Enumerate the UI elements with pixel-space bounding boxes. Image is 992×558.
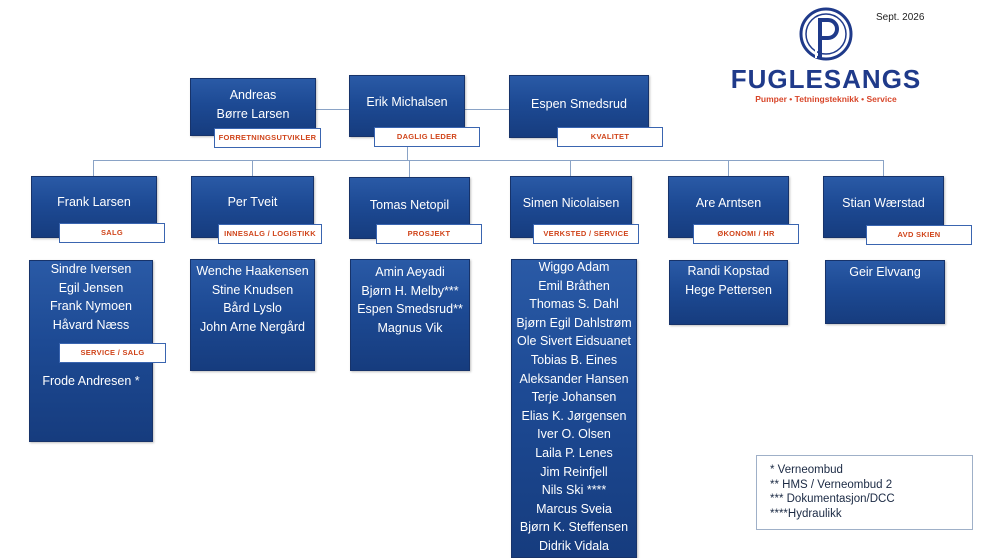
leader-box-andreas: Andreas Børre Larsen xyxy=(190,78,316,136)
tagline-service: Service xyxy=(866,94,897,104)
department-head-name: Are Arntsen xyxy=(695,196,762,210)
role-tag-forretningsutvikler: FORRETNINGSUTVIKLER xyxy=(214,128,321,148)
tagline-dot-icon: • xyxy=(789,94,793,104)
leader-name-line2: Børre Larsen xyxy=(216,106,290,121)
tagline-pumper: Pumper xyxy=(755,94,787,104)
department-role-tag: VERKSTED / SERVICE xyxy=(533,224,639,244)
member-name: Wenche Haakensen xyxy=(196,264,309,278)
sub-members-list: Frode Andresen * xyxy=(29,372,153,391)
member-name: Amin Aeyadi xyxy=(375,265,445,279)
department-role-tag: AVD SKIEN xyxy=(866,225,972,245)
member-name: Tobias B. Eines xyxy=(530,352,618,367)
logo-mark-icon xyxy=(799,7,853,61)
connector-trunk xyxy=(407,147,408,161)
member-name: Nils Ski **** xyxy=(541,483,607,498)
department-role-tag: PROSJEKT xyxy=(376,224,482,244)
connector-drop-5 xyxy=(728,160,729,176)
logo-brand-text: FUGLESANGS xyxy=(730,64,922,94)
members-box-okonomi xyxy=(669,260,788,325)
member-name: Ole Sivert Eidsuanet xyxy=(517,334,631,349)
connector-horizontal xyxy=(93,160,883,161)
leader-name: Espen Smedsrud xyxy=(531,97,627,111)
member-name: Thomas S. Dahl xyxy=(529,297,619,312)
connector-top-left xyxy=(316,109,349,110)
member-name: Bjørn H. Melby*** xyxy=(361,283,459,298)
role-tag-kvalitet: KVALITET xyxy=(557,127,663,147)
department-role-tag: SALG xyxy=(59,223,165,243)
member-name: Espen Smedsrud** xyxy=(357,302,463,317)
member-name: Aleksander Hansen xyxy=(519,371,629,386)
leader-name: Erik Michalsen xyxy=(366,95,448,109)
member-name: Håvard Næss xyxy=(52,317,130,332)
member-name: Emil Bråthen xyxy=(538,278,610,293)
member-name: Frank Nymoen xyxy=(50,299,132,314)
member-name: Marcus Sveia xyxy=(536,501,612,516)
members-list-salg: Sindre Iversen Egil Jensen Frank Nymoen … xyxy=(29,260,153,334)
legend-box: * Verneombud ** HMS / Verneombud 2 *** D… xyxy=(756,455,973,530)
department-head-name: Stian Wærstad xyxy=(842,196,925,210)
department-role-tag: ØKONOMI / HR xyxy=(693,224,799,244)
member-name: Iver O. Olsen xyxy=(537,427,611,442)
legend-item: ****Hydraulikk xyxy=(770,507,842,520)
department-head-name: Per Tveit xyxy=(227,195,278,209)
members-box-verksted xyxy=(511,259,637,558)
members-list-okonomi: Randi Kopstad Hege Pettersen xyxy=(669,262,788,299)
member-name: Jim Reinfjell xyxy=(540,464,608,479)
connector-drop-2 xyxy=(252,160,253,176)
legend-item: ** HMS / Verneombud 2 xyxy=(770,478,893,491)
connector-drop-6 xyxy=(883,160,884,176)
connector-drop-1 xyxy=(93,160,94,176)
member-name: Stine Knudsen xyxy=(211,282,294,297)
leader-name-line1: Andreas xyxy=(229,88,277,102)
member-name: Sindre Iversen xyxy=(50,262,132,276)
date-label: Sept. 2026 xyxy=(876,12,925,23)
members-list-prosjekt: Amin Aeyadi Bjørn H. Melby*** Espen Smed… xyxy=(350,263,470,337)
members-box-prosjekt xyxy=(350,259,470,371)
tagline-tetning: Tetningsteknikk xyxy=(794,94,859,104)
department-head-name: Tomas Netopil xyxy=(369,198,450,212)
role-tag-daglig-leder: DAGLIG LEDER xyxy=(374,127,480,147)
department-head-name: Frank Larsen xyxy=(57,195,131,209)
member-name: Bjørn Egil Dahlstrøm xyxy=(516,315,632,330)
member-name: Didrik Vidala xyxy=(539,538,609,553)
member-name: Magnus Vik xyxy=(377,320,443,335)
logo-tagline: Pumper • Tetningsteknikk • Service xyxy=(728,94,924,104)
members-list-skien: Geir Elvvang xyxy=(825,263,945,282)
member-name: Terje Johansen xyxy=(531,390,617,405)
legend-item: * Verneombud xyxy=(770,464,843,476)
sub-role-tag-service-salg: SERVICE / SALG xyxy=(59,343,166,363)
member-name: Randi Kopstad xyxy=(687,264,770,278)
member-name: Bjørn K. Steffensen xyxy=(519,520,629,535)
connector-top-right xyxy=(465,109,510,110)
department-head-name: Simen Nicolaisen xyxy=(522,196,620,210)
members-box-skien xyxy=(825,260,945,324)
members-list-verksted: Wiggo Adam Emil Bråthen Thomas S. Dahl B… xyxy=(511,258,637,556)
connector-drop-3 xyxy=(409,160,410,177)
company-logo: FUGLESANGS Pumper • Tetningsteknikk • Se… xyxy=(728,6,924,106)
member-name: Laila P. Lenes xyxy=(535,445,613,460)
member-name: Elias K. Jørgensen xyxy=(521,408,627,423)
member-name: Frode Andresen * xyxy=(42,374,140,388)
tagline-dot-icon: • xyxy=(861,94,865,104)
department-role-tag: INNESALG / LOGISTIKK xyxy=(218,224,322,244)
member-name: Egil Jensen xyxy=(58,280,124,295)
members-box-innesalg xyxy=(190,259,315,371)
member-name: Hege Pettersen xyxy=(685,282,772,297)
member-name: John Arne Nergård xyxy=(200,319,305,334)
member-name: Wiggo Adam xyxy=(538,260,610,274)
member-name: Geir Elvvang xyxy=(849,265,921,279)
members-list-innesalg: Wenche Haakensen Stine Knudsen Bård Lysl… xyxy=(190,262,315,336)
connector-drop-4 xyxy=(570,160,571,176)
member-name: Bård Lyslo xyxy=(223,301,282,316)
legend-item: *** Dokumentasjon/DCC xyxy=(770,493,895,505)
